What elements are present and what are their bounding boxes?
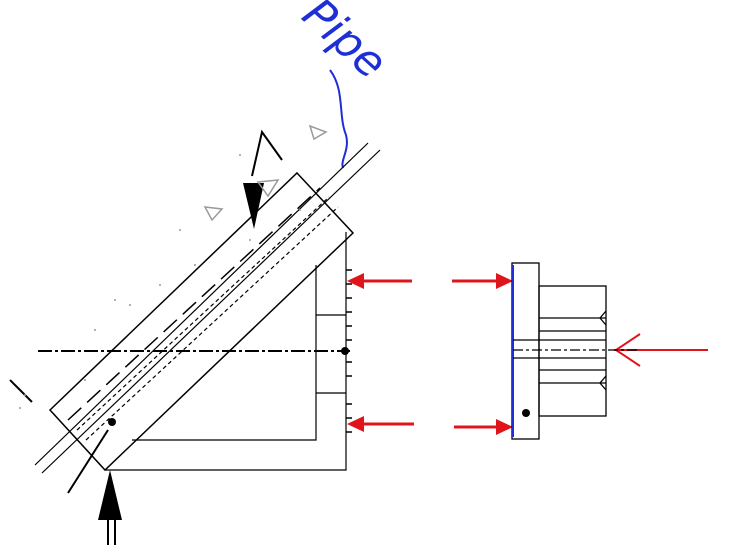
arrow-right-icon <box>452 273 513 289</box>
arrow-left-icon <box>347 273 412 289</box>
triangle-marker-icon <box>256 179 280 198</box>
pipe-hidden-line-1 <box>67 187 321 421</box>
arrow-left-icon <box>347 416 414 432</box>
triangle-marker-icon <box>308 124 328 141</box>
pipe-axis-upper <box>34 142 369 466</box>
pipe-outer-body <box>48 171 355 472</box>
pipe-hidden-line-3 <box>85 206 339 441</box>
angled-pipe <box>34 142 381 474</box>
section-tick-left <box>9 379 33 403</box>
pipe-annotation: Pipe <box>293 0 397 169</box>
pipe-hole-point <box>108 418 116 426</box>
pipe-annotation-leader <box>329 69 348 169</box>
section-marker-bottom <box>67 429 122 545</box>
triangle-markers <box>203 124 328 222</box>
triangle-marker-icon <box>203 206 224 222</box>
pipe-hidden-line-2 <box>76 196 330 431</box>
arrow-right-icon <box>454 419 513 435</box>
pipe-axis-lower <box>41 149 381 474</box>
connector-part <box>511 262 640 440</box>
connector-point <box>522 409 530 417</box>
force-arrows <box>347 273 513 435</box>
section-marker-top <box>243 129 283 229</box>
pipe-annotation-text: Pipe <box>293 0 397 89</box>
face-ticks <box>346 269 352 433</box>
connector-body <box>538 285 607 417</box>
center-point <box>341 347 349 355</box>
speckle-dots <box>19 154 301 409</box>
